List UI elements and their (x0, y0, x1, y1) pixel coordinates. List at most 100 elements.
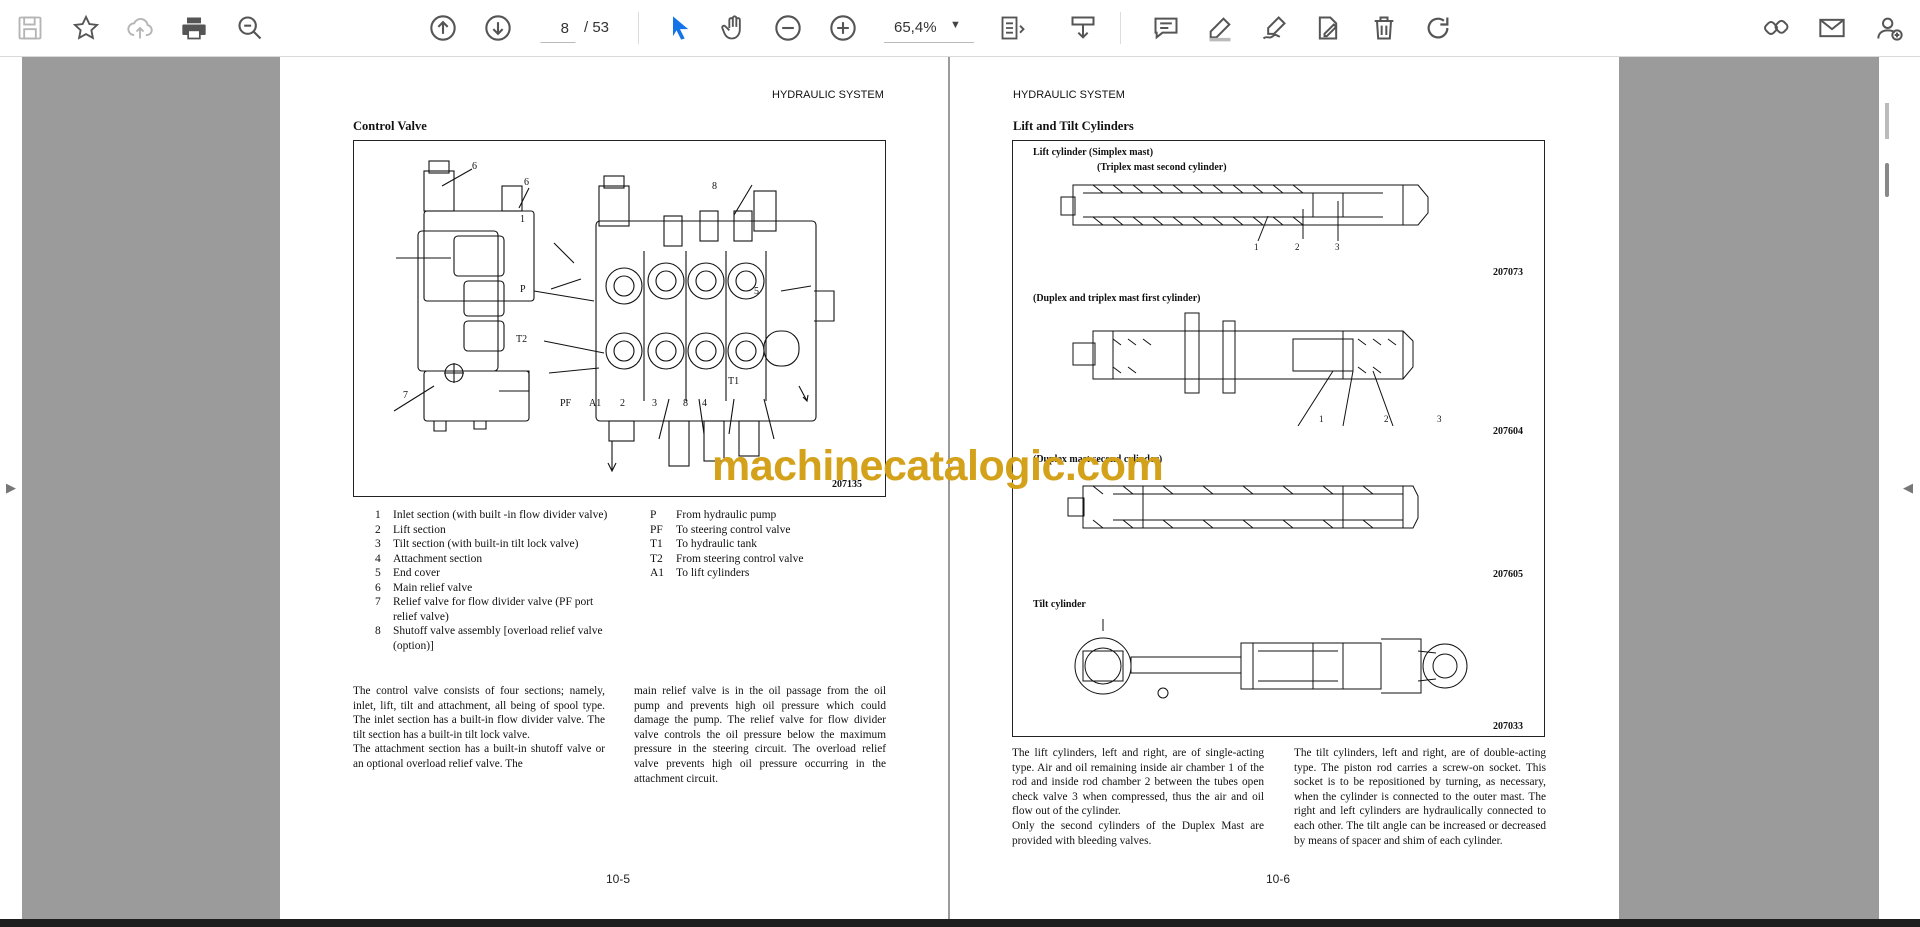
scrollbar-thumb[interactable] (1885, 163, 1889, 197)
page-header: HYDRAULIC SYSTEM (1013, 89, 1125, 101)
viewer-background-right (1619, 57, 1879, 919)
fit-page-icon[interactable] (995, 10, 1031, 46)
toolbar-divider (1120, 12, 1121, 44)
upload-cloud-icon[interactable] (122, 10, 158, 46)
page-number: 10-6 (1266, 872, 1291, 886)
callout-3: 3 (1335, 242, 1340, 251)
callout-6: 6 (472, 161, 477, 172)
toolbar: 8 / 53 65,4% ▼ (0, 0, 1920, 57)
control-valve-drawing: 6 6 8 1 P 5 T2 7 PF A1 2 3 8 4 T1 (393, 160, 835, 473)
callout-2: 2 (1295, 242, 1300, 251)
figure-caption: (Duplex and triplex mast first cylinder) (1033, 293, 1201, 304)
callout-t2: T2 (516, 334, 527, 345)
callout-3: 3 (1437, 414, 1442, 424)
toolbar-divider (638, 12, 639, 44)
pdf-page-right: HYDRAULIC SYSTEM Lift and Tilt Cylinders… (950, 57, 1619, 919)
tilt-cylinder-drawing (1074, 619, 1468, 699)
bookmark-star-icon[interactable] (68, 10, 104, 46)
rotate-icon[interactable] (1420, 10, 1456, 46)
section-title: Control Valve (353, 119, 427, 133)
figure-number: 207604 (1493, 426, 1523, 437)
page-number: 10-5 (606, 872, 631, 886)
callout-5: 5 (754, 286, 759, 297)
callout-a1: A1 (589, 398, 601, 409)
page-number-input[interactable]: 8 (540, 13, 576, 43)
comment-icon[interactable] (1148, 10, 1184, 46)
callout-7: 7 (403, 390, 408, 401)
figure-number: 207033 (1493, 721, 1523, 732)
callout-1: 1 (520, 214, 525, 225)
callout-2: 2 (620, 398, 625, 409)
body-text-column-left: The lift cylinders, left and right, are … (1012, 747, 1264, 847)
watermark: machinecatalogic.com (712, 442, 1164, 490)
lift-cylinder-duplex-first-drawing: 1 2 3 (1072, 312, 1442, 426)
highlight-pen-icon[interactable] (1202, 10, 1238, 46)
callout-1: 1 (1319, 414, 1324, 424)
pdf-page-left: HYDRAULIC SYSTEM Control Valve (281, 57, 948, 919)
callout-1: 1 (1254, 242, 1259, 251)
right-panel-toggle-icon[interactable]: ◀ (1903, 480, 1913, 495)
save-icon[interactable] (12, 10, 48, 46)
scrollbar-track-mark (1885, 103, 1889, 139)
callout-t1: T1 (728, 376, 739, 387)
callout-pf: PF (560, 398, 572, 409)
zoom-in-icon[interactable] (825, 10, 861, 46)
callout-p: P (520, 284, 526, 295)
email-icon[interactable] (1814, 10, 1850, 46)
figure-caption: (Triplex mast second cylinder) (1097, 162, 1227, 173)
figure-number: 207605 (1493, 569, 1523, 580)
left-panel-toggle-icon[interactable]: ▶ (6, 480, 16, 495)
cylinders-figure: Lift cylinder (Simplex mast) (Triplex ma… (1012, 140, 1545, 737)
callout-6: 6 (524, 177, 529, 188)
figure-caption: (Duplex mast second cylinder) (1033, 454, 1163, 465)
control-valve-figure: 6 6 8 1 P 5 T2 7 PF A1 2 3 8 4 T1 207135 (353, 140, 886, 497)
download-icon[interactable] (1065, 10, 1101, 46)
taskbar-strip (0, 919, 1920, 927)
callout-8: 8 (712, 181, 717, 192)
page-down-icon[interactable] (480, 10, 516, 46)
callout-8b: 8 (683, 398, 688, 409)
callout-2: 2 (1384, 414, 1389, 424)
share-link-icon[interactable] (1758, 10, 1794, 46)
delete-icon[interactable] (1366, 10, 1402, 46)
add-user-icon[interactable] (1872, 10, 1908, 46)
zoom-search-icon[interactable] (232, 10, 268, 46)
callout-3: 3 (652, 398, 657, 409)
edit-pages-icon[interactable] (1310, 10, 1346, 46)
figure-number: 207135 (832, 479, 862, 490)
page-gutter (948, 57, 950, 919)
lift-cylinder-simplex-drawing: 1 2 3 (1060, 184, 1429, 251)
chevron-down-icon[interactable]: ▼ (950, 19, 961, 31)
body-text-column-right: main relief valve is in the oil passage … (634, 685, 886, 785)
zoom-out-icon[interactable] (770, 10, 806, 46)
section-title: Lift and Tilt Cylinders (1013, 119, 1134, 133)
page-up-icon[interactable] (425, 10, 461, 46)
figure-caption: Tilt cylinder (1033, 599, 1086, 610)
sign-icon[interactable] (1256, 10, 1292, 46)
hand-icon[interactable] (716, 10, 752, 46)
select-cursor-icon[interactable] (662, 10, 698, 46)
viewer-background-left (22, 57, 280, 919)
body-text-column-right: The tilt cylinders, left and right, are … (1294, 747, 1546, 847)
callout-4: 4 (702, 398, 707, 409)
body-text-column-left: The control valve consists of four secti… (353, 685, 605, 770)
figure-caption: Lift cylinder (Simplex mast) (1033, 147, 1154, 158)
print-icon[interactable] (176, 10, 212, 46)
page-header: HYDRAULIC SYSTEM (772, 89, 884, 101)
zoom-level-select[interactable]: 65,4% (884, 13, 974, 43)
